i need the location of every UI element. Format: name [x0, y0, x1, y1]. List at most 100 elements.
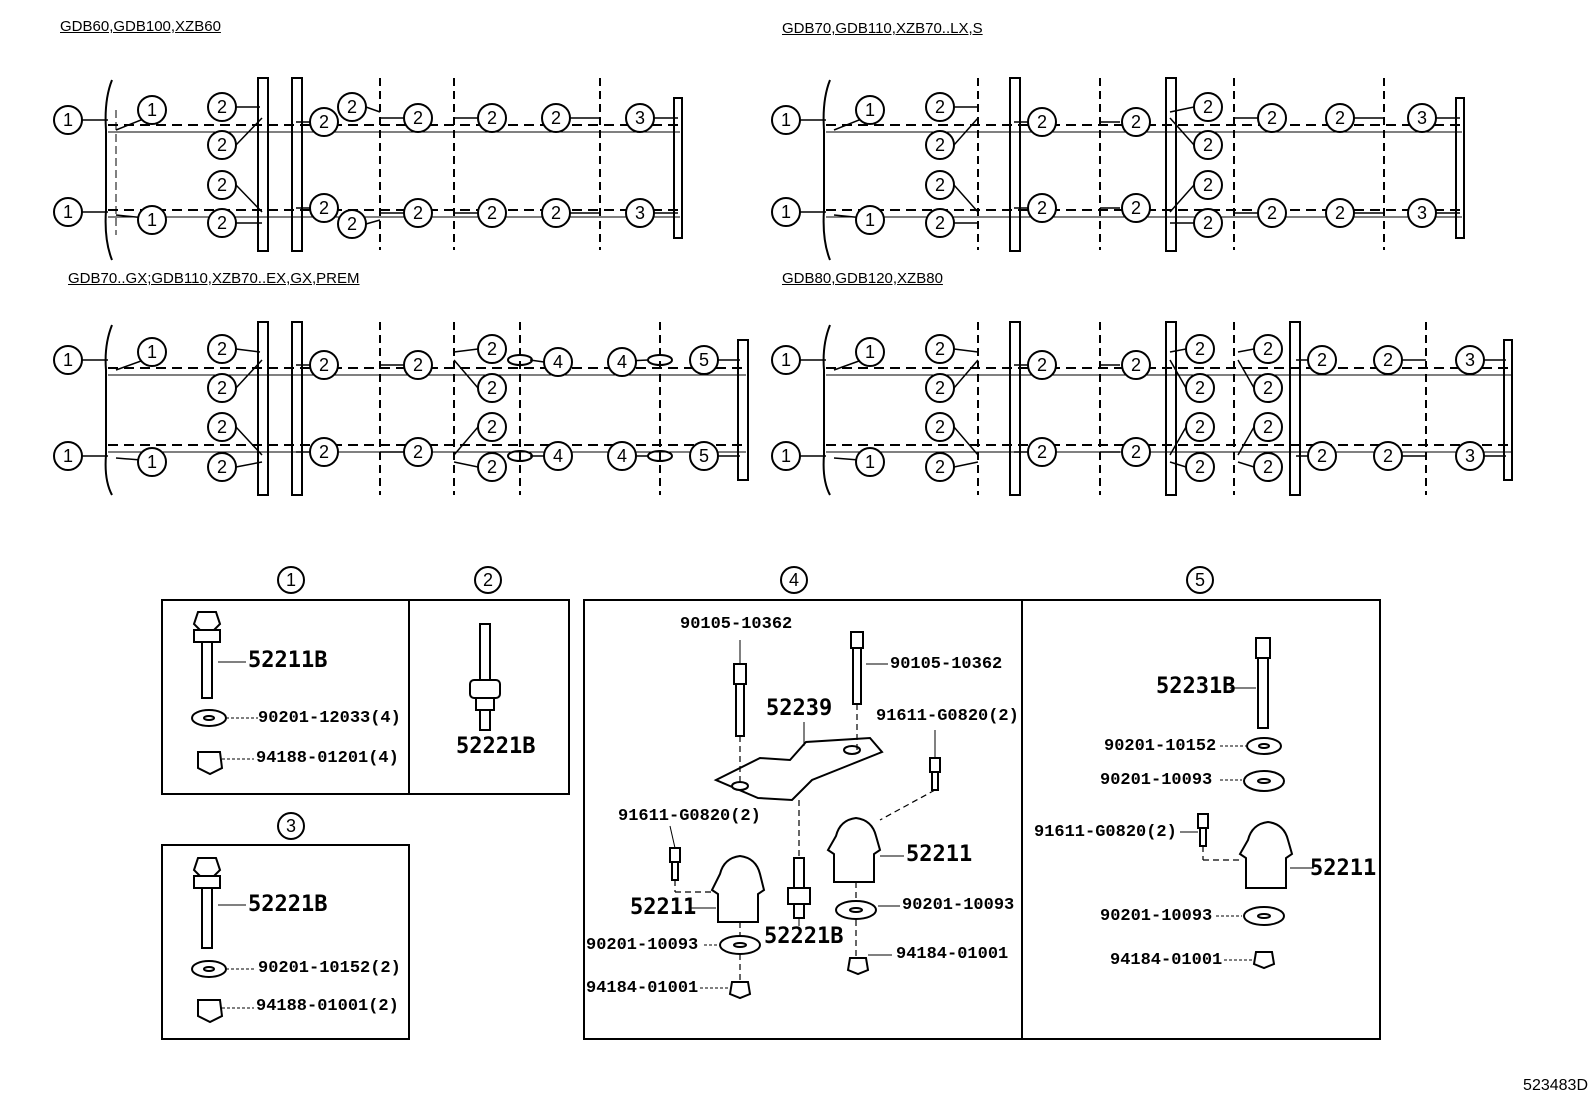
callout-2[interactable]: 2 — [1027, 193, 1057, 223]
callout-2[interactable]: 2 — [925, 92, 955, 122]
callout-2[interactable]: 2 — [541, 198, 571, 228]
callout-1[interactable]: 1 — [771, 105, 801, 135]
part-52231B[interactable]: 52231B — [1156, 674, 1236, 699]
part-91611-G0820[interactable]: 91611-G0820(2) — [876, 707, 1019, 726]
part-90201-12033[interactable]: 90201-12033(4) — [258, 709, 401, 728]
callout-2[interactable]: 2 — [1325, 198, 1355, 228]
callout-1[interactable]: 1 — [53, 345, 83, 375]
part-91611-G0820[interactable]: 91611-G0820(2) — [1034, 823, 1177, 842]
callout-2[interactable]: 2 — [1373, 441, 1403, 471]
part-94188-01201[interactable]: 94188-01201(4) — [256, 749, 399, 768]
callout-2[interactable]: 2 — [1185, 334, 1215, 364]
part-90105-10362[interactable]: 90105-10362 — [680, 615, 793, 634]
callout-2[interactable]: 2 — [477, 412, 507, 442]
callout-2[interactable]: 2 — [403, 198, 433, 228]
callout-2[interactable]: 2 — [1193, 92, 1223, 122]
callout-2[interactable]: 2 — [1257, 198, 1287, 228]
callout-2[interactable]: 2 — [403, 350, 433, 380]
callout-2[interactable]: 2 — [1193, 170, 1223, 200]
callout-2[interactable]: 2 — [925, 334, 955, 364]
part-94184-01001[interactable]: 94184-01001 — [586, 979, 699, 998]
part-52221B[interactable]: 52221B — [456, 734, 536, 759]
callout-2[interactable]: 2 — [207, 170, 237, 200]
callout-2[interactable]: 2 — [309, 350, 339, 380]
callout-4[interactable]: 4 — [543, 441, 573, 471]
callout-3[interactable]: 3 — [1407, 103, 1437, 133]
part-52239[interactable]: 52239 — [766, 696, 833, 721]
part-52221B[interactable]: 52221B — [248, 892, 328, 917]
callout-1[interactable]: 1 — [53, 197, 83, 227]
callout-2[interactable]: 2 — [337, 209, 367, 239]
callout-1[interactable]: 1 — [771, 345, 801, 375]
callout-2[interactable]: 2 — [207, 452, 237, 482]
callout-2[interactable]: 2 — [1185, 452, 1215, 482]
callout-5[interactable]: 5 — [689, 441, 719, 471]
part-90201-10093[interactable]: 90201-10093 — [1100, 907, 1213, 926]
callout-2[interactable]: 2 — [1121, 437, 1151, 467]
callout-2[interactable]: 2 — [207, 92, 237, 122]
callout-2[interactable]: 2 — [1253, 334, 1283, 364]
callout-2[interactable]: 2 — [1185, 373, 1215, 403]
part-52211B[interactable]: 52211B — [248, 648, 328, 673]
callout-2[interactable]: 2 — [477, 452, 507, 482]
callout-3[interactable]: 3 — [1455, 345, 1485, 375]
callout-5[interactable]: 5 — [689, 345, 719, 375]
callout-2[interactable]: 2 — [1373, 345, 1403, 375]
callout-2[interactable]: 2 — [309, 193, 339, 223]
part-94184-01001[interactable]: 94184-01001 — [1110, 951, 1223, 970]
callout-2[interactable]: 2 — [309, 107, 339, 137]
callout-2[interactable]: 2 — [1253, 373, 1283, 403]
callout-1[interactable]: 1 — [137, 337, 167, 367]
callout-4[interactable]: 4 — [543, 347, 573, 377]
callout-2[interactable]: 2 — [925, 208, 955, 238]
callout-1[interactable]: 1 — [137, 447, 167, 477]
callout-2[interactable]: 2 — [1027, 350, 1057, 380]
callout-1[interactable]: 1 — [53, 105, 83, 135]
callout-1[interactable]: 1 — [53, 441, 83, 471]
callout-2[interactable]: 2 — [207, 334, 237, 364]
callout-2[interactable]: 2 — [925, 170, 955, 200]
callout-2[interactable]: 2 — [403, 103, 433, 133]
callout-2[interactable]: 2 — [477, 198, 507, 228]
callout-2[interactable]: 2 — [207, 130, 237, 160]
callout-2[interactable]: 2 — [1253, 412, 1283, 442]
callout-1[interactable]: 1 — [855, 95, 885, 125]
callout-3[interactable]: 3 — [625, 198, 655, 228]
callout-2[interactable]: 2 — [1027, 107, 1057, 137]
callout-2[interactable]: 2 — [1121, 107, 1151, 137]
callout-1[interactable]: 1 — [855, 205, 885, 235]
part-52211[interactable]: 52211 — [906, 842, 973, 867]
callout-2[interactable]: 2 — [477, 334, 507, 364]
callout-4[interactable]: 4 — [607, 347, 637, 377]
callout-4[interactable]: 4 — [607, 441, 637, 471]
part-91611-G0820[interactable]: 91611-G0820(2) — [618, 807, 761, 826]
part-90201-10093[interactable]: 90201-10093 — [902, 896, 1015, 915]
part-52211[interactable]: 52211 — [630, 895, 697, 920]
callout-2[interactable]: 2 — [541, 103, 571, 133]
callout-2[interactable]: 2 — [1121, 193, 1151, 223]
callout-2[interactable]: 2 — [1193, 208, 1223, 238]
callout-2[interactable]: 2 — [1027, 437, 1057, 467]
part-90201-10093[interactable]: 90201-10093 — [586, 936, 699, 955]
callout-2[interactable]: 2 — [207, 373, 237, 403]
callout-2[interactable]: 2 — [337, 92, 367, 122]
part-94188-01001[interactable]: 94188-01001(2) — [256, 997, 399, 1016]
callout-2[interactable]: 2 — [1193, 130, 1223, 160]
part-52211[interactable]: 52211 — [1310, 856, 1377, 881]
callout-2[interactable]: 2 — [925, 373, 955, 403]
callout-2[interactable]: 2 — [1185, 412, 1215, 442]
callout-2[interactable]: 2 — [925, 130, 955, 160]
part-90201-10093[interactable]: 90201-10093 — [1100, 771, 1213, 790]
callout-1[interactable]: 1 — [855, 447, 885, 477]
part-90201-10152[interactable]: 90201-10152(2) — [258, 959, 401, 978]
callout-2[interactable]: 2 — [207, 208, 237, 238]
part-90201-10152[interactable]: 90201-10152 — [1104, 737, 1217, 756]
callout-3[interactable]: 3 — [625, 103, 655, 133]
callout-2[interactable]: 2 — [1307, 441, 1337, 471]
callout-1[interactable]: 1 — [771, 441, 801, 471]
callout-3[interactable]: 3 — [1455, 441, 1485, 471]
callout-2[interactable]: 2 — [477, 373, 507, 403]
callout-3[interactable]: 3 — [1407, 198, 1437, 228]
callout-2[interactable]: 2 — [1257, 103, 1287, 133]
part-90105-10362[interactable]: 90105-10362 — [890, 655, 1003, 674]
